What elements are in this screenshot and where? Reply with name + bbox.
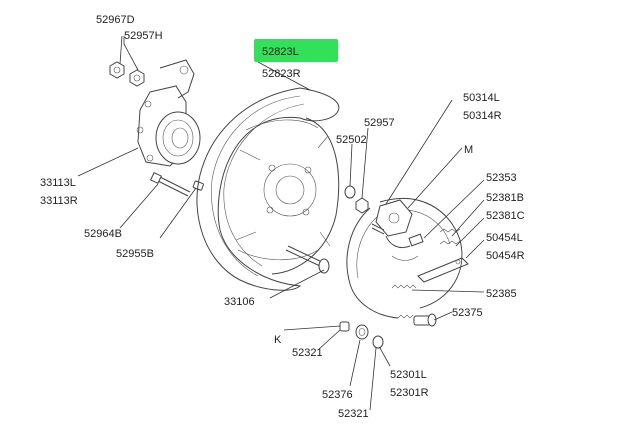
part-labels: 52967D 52957H 52823L 52823R 50314L 50314… (40, 14, 525, 420)
label-52321-bottom: 52321 (338, 408, 369, 420)
leader-lines (77, 35, 485, 411)
label-50314R: 50314R (463, 110, 502, 122)
cap-part (355, 324, 369, 340)
label-52957H: 52957H (124, 30, 163, 42)
nut-part (355, 197, 369, 214)
label-52967D: 52967D (96, 14, 135, 26)
label-52823R: 52823R (262, 68, 301, 80)
label-52321-top: 52321 (292, 347, 323, 359)
spring-part (391, 284, 417, 289)
grommet-part (344, 185, 356, 199)
brake-shoe-assembly-part (346, 197, 463, 319)
label-52301R: 52301R (390, 387, 429, 399)
label-52375: 52375 (452, 307, 483, 319)
label-52964B: 52964B (84, 228, 122, 240)
label-52301L: 52301L (390, 369, 427, 381)
label-52385: 52385 (486, 288, 517, 300)
label-33113L: 33113L (40, 177, 76, 189)
pin-part (339, 321, 350, 332)
nut-part (109, 61, 125, 79)
hub-knuckle-part (136, 59, 201, 167)
label-52381B: 52381B (486, 192, 524, 204)
spring-part (439, 228, 461, 245)
highlight-52823L (254, 39, 338, 62)
bolt-part (285, 245, 330, 274)
label-52502: 52502 (336, 134, 367, 146)
label-52955B: 52955B (116, 248, 154, 260)
adjuster-part (397, 313, 437, 327)
label-50314L: 50314L (463, 92, 500, 104)
label-50454R: 50454R (486, 250, 525, 262)
label-K: K (274, 334, 282, 346)
label-52823L: 52823L (262, 46, 299, 58)
label-M: M (464, 144, 473, 156)
bolt-part (150, 172, 191, 197)
strut-part (417, 257, 469, 283)
label-52957: 52957 (364, 117, 395, 129)
label-50454L: 50454L (486, 232, 523, 244)
label-52353: 52353 (486, 172, 517, 184)
backing-plate-part (196, 87, 340, 291)
pin-part (372, 335, 384, 349)
label-52376: 52376 (322, 389, 353, 401)
nut-part (129, 69, 145, 87)
label-33106: 33106 (224, 296, 255, 308)
label-52381C: 52381C (486, 210, 525, 222)
label-33113R: 33113R (40, 195, 78, 207)
